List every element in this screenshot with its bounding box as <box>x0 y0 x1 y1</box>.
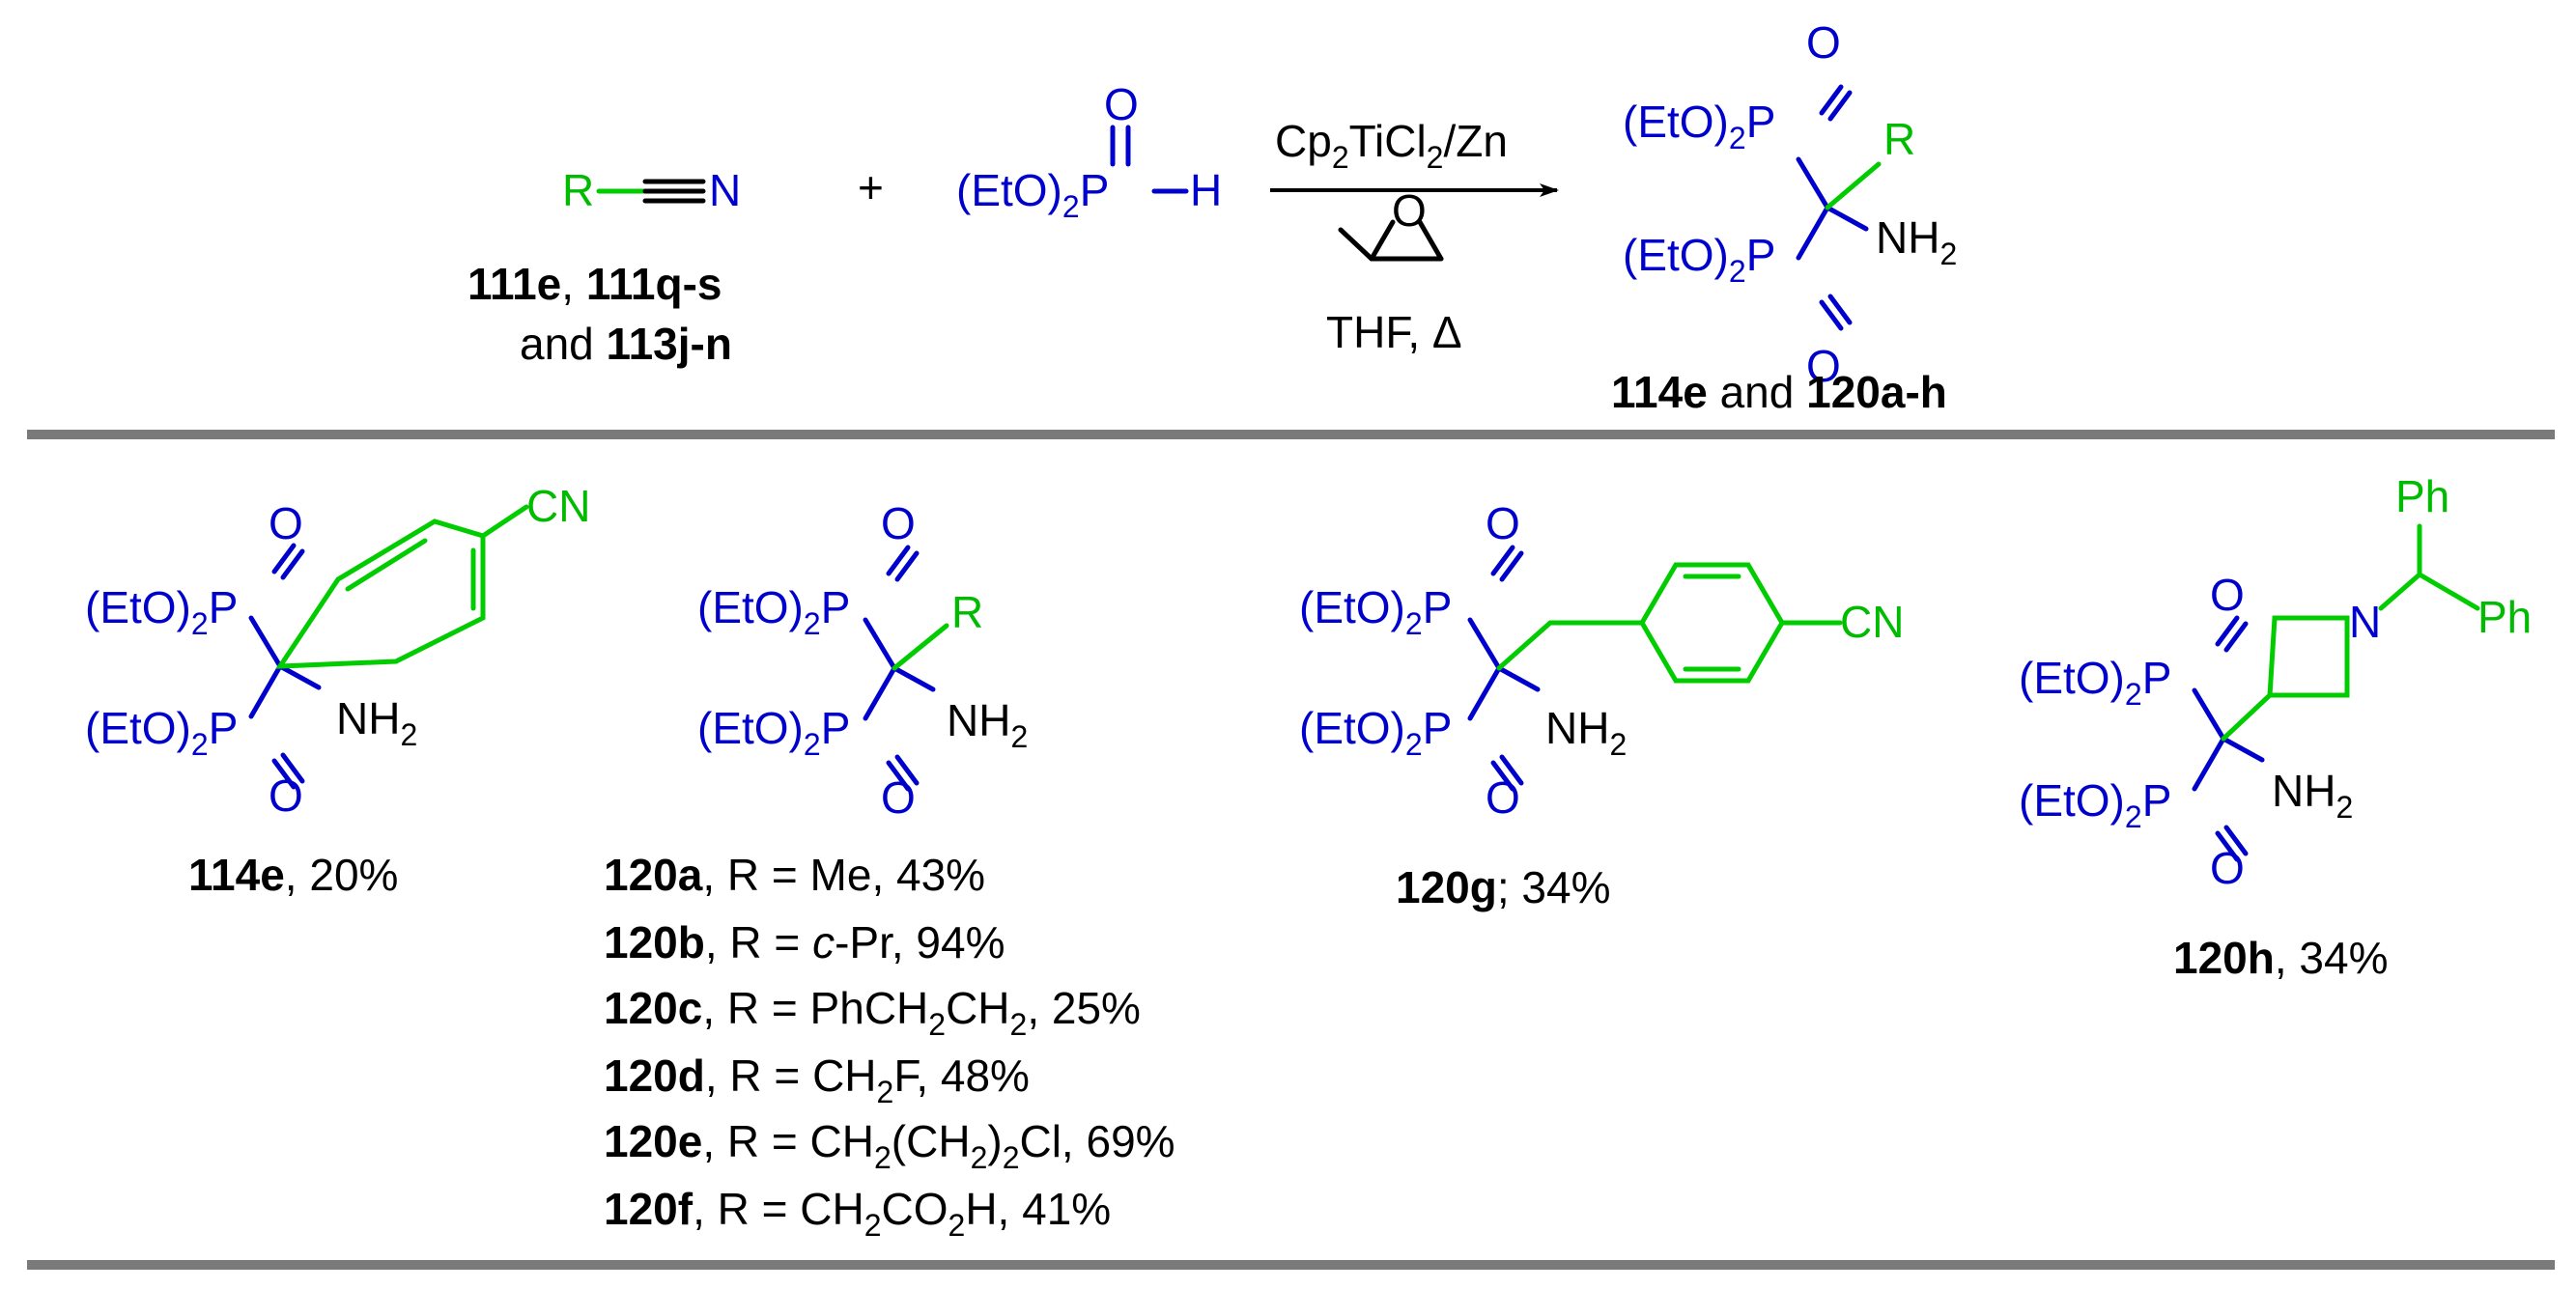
svg-text:O: O <box>2210 843 2245 893</box>
entry-120c: 120c, R = PhCH2CH2, 25% <box>604 983 1141 1042</box>
entry-120a: 120a, R = Me, 43% <box>604 850 985 900</box>
svg-text:(EtO)2P: (EtO)2P <box>1299 703 1452 762</box>
svg-text:NH2: NH2 <box>336 693 417 752</box>
compound-120-general: O O (EtO)2P (EtO)2P R NH2 <box>697 498 1028 823</box>
svg-text:N: N <box>2349 597 2381 647</box>
svg-text:O: O <box>269 771 303 821</box>
svg-text:NH2: NH2 <box>2272 766 2353 825</box>
svg-text:NH2: NH2 <box>947 695 1028 754</box>
svg-text:O: O <box>269 498 303 548</box>
reaction-arrow: Cp2TiCl2/Zn O THF, Δ <box>1270 116 1559 357</box>
svg-text:NH2: NH2 <box>1545 703 1627 762</box>
svg-text:O: O <box>1806 341 1841 391</box>
svg-text:CN: CN <box>526 481 590 531</box>
compound-114e: O O (EtO)2P (EtO)2P NH2 CN <box>85 481 590 821</box>
svg-text:THF, Δ: THF, Δ <box>1326 307 1462 357</box>
r-group-label: R <box>562 165 594 215</box>
label-120g: 120g; 34% <box>1396 862 1611 912</box>
entry-120e: 120e, R = CH2(CH2)2Cl, 69% <box>604 1116 1175 1175</box>
svg-text:(EtO)2P: (EtO)2P <box>956 165 1109 224</box>
svg-text:(EtO)2P: (EtO)2P <box>697 703 850 762</box>
reactant-phosphite: O (EtO)2P H <box>956 79 1222 224</box>
svg-text:(EtO)2P: (EtO)2P <box>1623 97 1775 155</box>
svg-text:NH2: NH2 <box>1876 212 1957 271</box>
product-bisphosphonate: O O (EtO)2P (EtO)2P R NH2 <box>1623 17 1957 391</box>
reactant1-label-line1: 111e, 111q-s <box>467 259 722 309</box>
svg-text:(EtO)2P: (EtO)2P <box>2019 775 2171 834</box>
svg-text:Ph: Ph <box>2395 471 2449 521</box>
svg-text:Ph: Ph <box>2477 592 2532 642</box>
svg-text:O: O <box>2210 570 2245 620</box>
nitrogen-label: N <box>709 165 741 215</box>
svg-text:O: O <box>1806 17 1841 68</box>
svg-text:O: O <box>881 498 916 548</box>
svg-text:R: R <box>951 587 983 637</box>
reactant1-label-line2: and 113j-n <box>520 319 732 369</box>
svg-text:O: O <box>1486 498 1520 548</box>
entry-120b: 120b, R = c-Pr, 94% <box>604 917 1005 967</box>
svg-text:Cp2TiCl2/Zn: Cp2TiCl2/Zn <box>1275 116 1508 175</box>
svg-text:(EtO)2P: (EtO)2P <box>85 703 238 762</box>
entries-120: 120a, R = Me, 43% 120b, R = c-Pr, 94% 12… <box>604 850 1175 1243</box>
entry-120f: 120f, R = CH2CO2H, 41% <box>604 1184 1111 1243</box>
compound-120h: O O (EtO)2P (EtO)2P NH2 N Ph Ph <box>2019 471 2532 893</box>
svg-text:(EtO)2P: (EtO)2P <box>85 582 238 641</box>
svg-text:(EtO)2P: (EtO)2P <box>697 582 850 641</box>
svg-text:(EtO)2P: (EtO)2P <box>1623 230 1775 289</box>
svg-text:O: O <box>1104 79 1139 129</box>
entry-120d: 120d, R = CH2F, 48% <box>604 1051 1030 1109</box>
plus-sign: + <box>858 162 884 212</box>
product-label: 114e and 120a-h <box>1611 367 1947 417</box>
compound-120g: O O (EtO)2P (EtO)2P NH2 CN <box>1299 498 1904 823</box>
reactant-nitrile: R N <box>562 165 741 215</box>
svg-text:O: O <box>1392 185 1427 236</box>
svg-text:H: H <box>1190 165 1222 215</box>
epoxide-structure: O <box>1338 185 1444 262</box>
label-120h: 120h, 34% <box>2173 933 2389 983</box>
svg-text:(EtO)2P: (EtO)2P <box>2019 653 2171 712</box>
svg-text:R: R <box>1883 114 1915 164</box>
svg-text:CN: CN <box>1840 597 1904 647</box>
svg-text:O: O <box>881 772 916 823</box>
svg-text:O: O <box>1486 772 1520 823</box>
svg-text:(EtO)2P: (EtO)2P <box>1299 582 1452 641</box>
label-114e: 114e, 20% <box>188 850 398 900</box>
